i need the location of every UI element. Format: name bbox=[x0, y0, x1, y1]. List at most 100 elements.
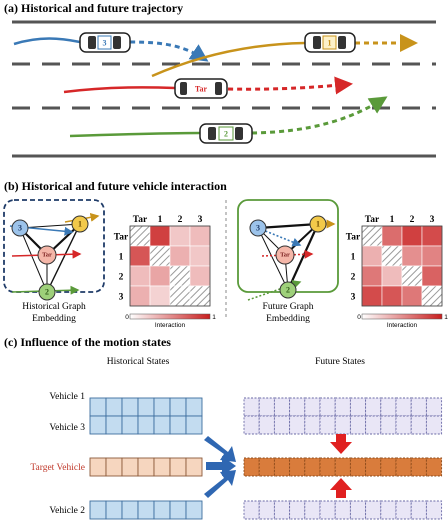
car-label-1: 1 bbox=[328, 39, 332, 48]
fut-state-vehicle3 bbox=[243, 415, 443, 435]
heatmap-cell bbox=[381, 285, 403, 307]
colorbar-min: 0 bbox=[125, 314, 129, 321]
heatmap-cell bbox=[401, 245, 423, 267]
heatmap-col-label: Tar bbox=[365, 215, 380, 225]
hist-node-tar: Tar bbox=[42, 252, 52, 259]
row-label-vehicle2: Vehicle 2 bbox=[49, 506, 85, 516]
trajectory-vehicle-2 bbox=[69, 96, 388, 138]
fut-state-target bbox=[243, 457, 443, 477]
heatmap-cell bbox=[149, 245, 171, 267]
heatmap-cell bbox=[129, 225, 151, 247]
heatmap-cell bbox=[189, 245, 211, 267]
heatmap-cell bbox=[169, 245, 191, 267]
section-b-title: (b) Historical and future vehicle intera… bbox=[4, 179, 227, 193]
hist-state-vehicle3 bbox=[89, 415, 203, 435]
heatmap-cell bbox=[381, 245, 403, 267]
heatmap-cell bbox=[129, 285, 151, 307]
colorbar bbox=[361, 313, 443, 320]
heatmap-cell bbox=[149, 285, 171, 307]
fut-node-1: 1 bbox=[316, 220, 320, 229]
section-c-title: (c) Influence of the motion states bbox=[4, 335, 171, 349]
heatmap-cell bbox=[361, 285, 383, 307]
heatmap-col-label: 3 bbox=[430, 215, 435, 225]
heatmap-row-label: Tar bbox=[346, 233, 361, 243]
car-vehicle-1: 1 bbox=[304, 32, 356, 53]
heatmap-col-label: 1 bbox=[390, 215, 395, 225]
fut-state-vehicle2 bbox=[243, 500, 443, 520]
heatmap-cell bbox=[421, 245, 443, 267]
heatmap-row-label: 3 bbox=[119, 293, 124, 303]
heatmap-col-label: 1 bbox=[158, 215, 163, 225]
colorbar bbox=[129, 313, 211, 320]
future-graph-caption-1: Future Graph bbox=[263, 302, 314, 312]
row-label-target: Target Vehicle bbox=[30, 463, 85, 473]
heatmap-cell bbox=[421, 225, 443, 247]
trajectory-vehicle-3 bbox=[13, 37, 209, 62]
heatmap-cell bbox=[421, 285, 443, 307]
heatmap-row-label: 1 bbox=[351, 253, 356, 263]
car-vehicle-2: 2 bbox=[199, 123, 253, 144]
heatmap-cell bbox=[361, 225, 383, 247]
heatmap-cell bbox=[189, 285, 211, 307]
future-states-header: Future States bbox=[315, 357, 365, 367]
heatmap-cell bbox=[189, 225, 211, 247]
influence-arrows bbox=[204, 434, 352, 498]
heatmap-cell bbox=[361, 265, 383, 287]
heatmap-cell bbox=[361, 245, 383, 267]
hist-state-vehicle1 bbox=[89, 397, 203, 417]
historical-graph-caption-1: Historical Graph bbox=[22, 302, 86, 312]
fut-node-tar: Tar bbox=[280, 252, 290, 259]
heatmap-cell bbox=[401, 225, 423, 247]
colorbar-label: Interaction bbox=[155, 322, 186, 329]
heatmap-cell bbox=[149, 265, 171, 287]
heatmap-col-label: 2 bbox=[178, 215, 183, 225]
heatmap-col-label: 2 bbox=[410, 215, 415, 225]
heatmap-cell bbox=[401, 265, 423, 287]
heatmap-cell bbox=[381, 265, 403, 287]
heatmap-row-label: 1 bbox=[119, 253, 124, 263]
car-label-3: 3 bbox=[103, 39, 107, 48]
heatmap-cell bbox=[421, 265, 443, 287]
heatmap-row-label: 2 bbox=[351, 273, 356, 283]
heatmap-col-label: 3 bbox=[198, 215, 203, 225]
car-vehicle-3: 3 bbox=[79, 32, 131, 53]
car-label-2: 2 bbox=[224, 130, 228, 139]
heatmap-cell bbox=[129, 265, 151, 287]
heatmap-cell bbox=[129, 245, 151, 267]
fut-state-vehicle1 bbox=[243, 397, 443, 417]
heatmap-row-label: 2 bbox=[119, 273, 124, 283]
heatmap-row-label: Tar bbox=[114, 233, 129, 243]
heatmap-cell bbox=[169, 285, 191, 307]
historical-graph-caption-2: Embedding bbox=[32, 314, 76, 324]
colorbar-max: 1 bbox=[444, 314, 448, 321]
heatmap-cell bbox=[149, 225, 171, 247]
row-label-vehicle1: Vehicle 1 bbox=[49, 392, 85, 402]
heatmap-cell bbox=[381, 225, 403, 247]
colorbar-label: Interaction bbox=[387, 322, 418, 329]
hist-node-2: 2 bbox=[45, 288, 49, 297]
heatmap-row-label: 3 bbox=[351, 293, 356, 303]
row-label-vehicle3: Vehicle 3 bbox=[49, 423, 85, 433]
state-rows bbox=[89, 397, 443, 520]
historical-graph: 3 1 Tar 2 bbox=[3, 199, 105, 301]
fut-node-3: 3 bbox=[256, 224, 260, 233]
road bbox=[12, 20, 436, 158]
trajectory-target bbox=[63, 76, 353, 95]
trajectory-vehicle-1 bbox=[151, 34, 418, 78]
heatmap-cell bbox=[189, 265, 211, 287]
section-a-title: (a) Historical and future trajectory bbox=[4, 1, 183, 15]
heatmap-cell bbox=[401, 285, 423, 307]
car-target: Tar bbox=[174, 78, 228, 99]
car-label-tar: Tar bbox=[195, 85, 208, 94]
hist-node-3: 3 bbox=[18, 224, 22, 233]
colorbar-min: 0 bbox=[357, 314, 361, 321]
fut-node-2: 2 bbox=[286, 286, 290, 295]
hist-node-1: 1 bbox=[78, 220, 82, 229]
hist-state-vehicle2 bbox=[89, 500, 203, 520]
heatmap-cell bbox=[169, 225, 191, 247]
future-graph-caption-2: Embedding bbox=[266, 314, 310, 324]
historical-states-header: Historical States bbox=[107, 357, 170, 367]
